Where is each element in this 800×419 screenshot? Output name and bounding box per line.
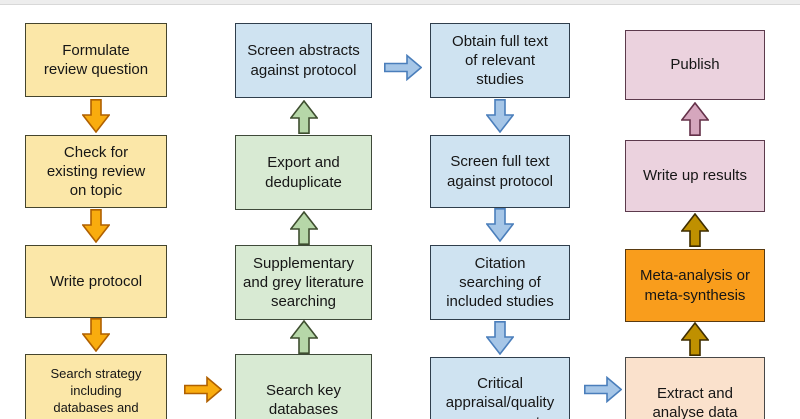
box-meta-analysis: Meta-analysis or meta-synthesis [625,249,765,322]
box-search-key-databases: Search key databases [235,354,372,419]
box-publish: Publish [625,30,765,100]
box-export-deduplicate: Export and deduplicate [235,135,372,210]
box-formulate-review-question: Formulate review question [25,23,167,97]
box-citation-searching: Citation searching of included studies [430,245,570,320]
top-window-strip [0,0,800,5]
box-write-up-results: Write up results [625,140,765,212]
box-screen-abstracts: Screen abstracts against protocol [235,23,372,98]
box-check-existing-review: Check for existing review on topic [25,135,167,208]
box-extract-analyse-data: Extract and analyse data [625,357,765,419]
box-screen-full-text: Screen full text against protocol [430,135,570,208]
arrow-down-icon [82,318,110,352]
box-write-protocol: Write protocol [25,245,167,318]
box-critical-appraisal: Critical appraisal/quality assessment [430,357,570,419]
arrow-right-icon [184,376,222,403]
box-supplementary-grey-literature: Supplementary and grey literature search… [235,245,372,320]
arrow-down-icon [486,208,514,242]
arrow-up-icon [290,320,318,354]
arrow-down-icon [82,99,110,133]
box-search-strategy: Search strategy including databases and … [25,354,167,419]
arrow-up-icon [681,213,709,247]
box-obtain-full-text: Obtain full text of relevant studies [430,23,570,98]
arrow-right-icon [384,54,422,81]
arrow-down-icon [486,321,514,355]
arrow-up-icon [681,102,709,136]
arrow-up-icon [681,322,709,356]
arrow-up-icon [290,100,318,134]
arrow-up-icon [290,211,318,245]
arrow-down-icon [82,209,110,243]
arrow-down-icon [486,99,514,133]
arrow-right-icon [584,376,622,403]
